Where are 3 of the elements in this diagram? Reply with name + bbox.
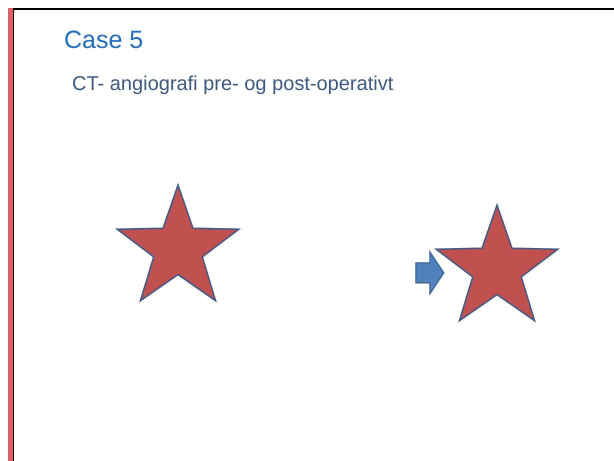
- slide-title: Case 5: [64, 26, 144, 55]
- block-arrow: [415, 250, 445, 296]
- slide-subtitle: CT- angiografi pre- og post-operativt: [72, 73, 394, 96]
